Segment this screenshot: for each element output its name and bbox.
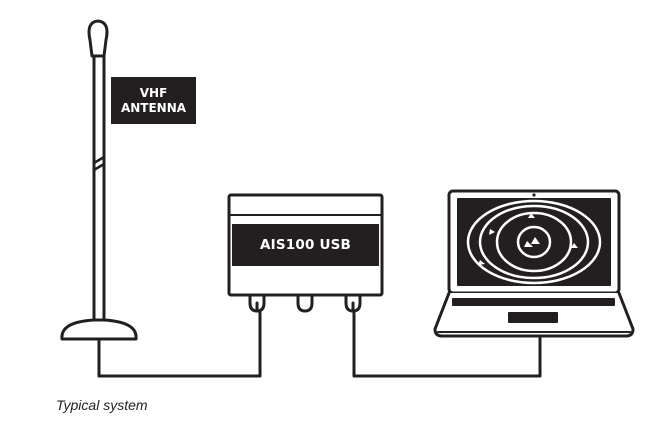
antenna-label-line1: VHF <box>139 86 168 100</box>
radar-display-icon <box>466 199 602 285</box>
antenna-cable <box>97 309 262 378</box>
cables <box>97 309 542 378</box>
antenna-label-line2: ANTENNA <box>120 101 187 115</box>
figure-caption: Typical system <box>56 397 148 413</box>
laptop-icon <box>433 189 635 338</box>
antenna-label: VHF ANTENNA <box>111 77 196 124</box>
antenna-icon <box>60 19 138 378</box>
usb-cable <box>352 309 542 378</box>
device-label: AIS100 USB <box>232 224 379 266</box>
